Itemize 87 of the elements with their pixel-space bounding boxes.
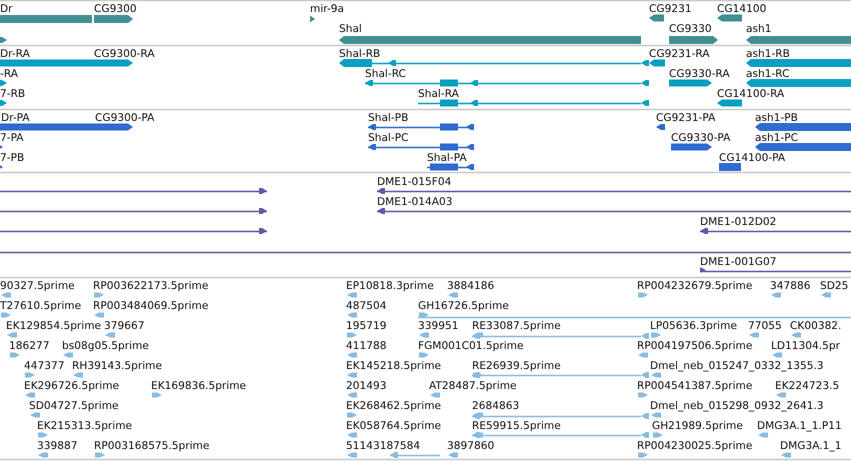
feature-label: EK058764.5prime (346, 419, 442, 433)
feature-label: EK296726.5prime (24, 379, 120, 393)
feature-label: EK129854.5prime (6, 319, 102, 333)
feature-label: Shal-RC (365, 67, 406, 81)
feature-label: Dr-PA (1, 111, 30, 125)
feature-label: Shal-PA (427, 151, 467, 165)
feature-label: CG9231-RA (649, 47, 710, 61)
feature-label: RE33087.5prime (472, 319, 561, 333)
feature-label: RP004232679.5prime (637, 279, 752, 293)
feature-label: CG14100-PA (719, 151, 786, 165)
feature-label: 90327.5prime (0, 279, 75, 293)
feature-label: LP05636.3prime (650, 319, 737, 333)
feature-label: -RA (0, 67, 18, 81)
feature-label: EK224723.5 (775, 379, 840, 393)
feature-label: T27610.5prime (0, 299, 82, 313)
feature-label: ash1-RC (746, 67, 790, 81)
feature-label: RP003484069.5prime (93, 299, 208, 313)
feature-label: EK169836.5prime (151, 379, 246, 393)
feature-label: 447377 (24, 359, 64, 373)
feature-label: 3897860 (447, 439, 494, 453)
feature-label: CG9231-PA (656, 111, 716, 125)
feature-label: Dr-RA (0, 47, 30, 61)
feature-label: Shal-RB (339, 47, 380, 61)
feature-label: EK145218.5prime (346, 359, 442, 373)
feature-label: SD04727.5prime (29, 399, 119, 413)
feature-label: CG9300 (94, 2, 137, 16)
feature-label: AT28487.5prime (429, 379, 517, 393)
feature-label: DME1-001G07 (700, 255, 776, 269)
feature-label: Shal (339, 22, 362, 36)
feature-label: RE59915.5prime (472, 419, 561, 433)
feature-label: mir-9a (310, 2, 344, 16)
feature-label: 3884186 (447, 279, 494, 293)
feature-label: 7-PB (0, 151, 24, 165)
feature-label: CG9330-PA (671, 131, 730, 145)
feature-label: RP003622173.5prime (93, 279, 208, 293)
feature-label: CG9330-RA (669, 67, 730, 81)
feature-label: RP004541387.5prime (637, 379, 752, 393)
feature-label: EK268462.5prime (346, 399, 442, 413)
feature-label: bs08g05.5prime (62, 339, 149, 353)
feature-label: CG9231 (649, 2, 692, 16)
feature-label: RH39143.5prime (72, 359, 162, 373)
feature-label: FGM001C01.5prime (418, 339, 524, 353)
feature-label: CG14100-RA (717, 87, 784, 101)
feature-label: DMG3A.1_1.P11 (757, 419, 842, 433)
feature-label: CG9300-PA (95, 111, 154, 125)
feature-label: 201493 (346, 379, 386, 393)
feature-label: DME1-015F04 (377, 175, 452, 189)
feature-label: 379667 (104, 319, 144, 333)
feature-label: Shal-PC (368, 131, 408, 145)
feature-label: 77055 (748, 319, 782, 333)
feature-label: Dmel_neb_015247_0332_1355.3 (650, 359, 824, 373)
feature-label: 339887 (37, 439, 78, 453)
feature-label: Shal-PB (368, 111, 408, 125)
feature-label: GH21989.5prime (652, 419, 743, 433)
feature-label: ash1-RB (746, 47, 790, 61)
feature-label: 2684863 (472, 399, 520, 413)
feature-label: LD11304.5pr (771, 339, 840, 353)
feature-label: Dr (0, 2, 13, 16)
feature-label: EK215313.5prime (37, 419, 132, 433)
feature-label: CG9330 (669, 22, 712, 36)
feature-label: 411788 (346, 339, 386, 353)
feature-label: ash1-PC (755, 131, 798, 145)
feature-label: 51143187584 (346, 439, 420, 453)
feature-label: 487504 (346, 299, 386, 313)
feature-label: Shal-RA (418, 87, 459, 101)
feature-label: EP10818.3prime (346, 279, 434, 293)
feature-label: DMG3A.1_1 (780, 439, 842, 453)
feature-label: 347886 (770, 279, 810, 293)
feature-label: CG9300-RA (94, 47, 155, 61)
feature-label: 195719 (346, 319, 386, 333)
feature-label: DME1-014A03 (377, 195, 453, 209)
feature-label: Dmel_neb_015298_0932_2641.3 (650, 399, 824, 413)
feature-label: ash1 (746, 22, 772, 36)
feature-label: CK00382. (790, 319, 842, 333)
feature-label: 7-RB (0, 87, 26, 101)
feature-label: RP004197506.5prime (637, 339, 752, 353)
feature-label: 339951 (418, 319, 458, 333)
feature-label: 186277 (9, 339, 50, 353)
feature-label: DME1-012D02 (700, 215, 776, 229)
feature-label: ash1-PB (755, 111, 798, 125)
feature-label: RP004230025.5prime (637, 439, 752, 453)
feature-label: SD25 (820, 279, 848, 293)
feature-label: GH16726.5prime (418, 299, 509, 313)
feature-label: CG14100 (717, 2, 766, 16)
feature-label: 7-PA (0, 131, 24, 145)
feature-label: RP003168575.5prime (94, 439, 210, 453)
feature-label: RE26939.5prime (472, 359, 561, 373)
